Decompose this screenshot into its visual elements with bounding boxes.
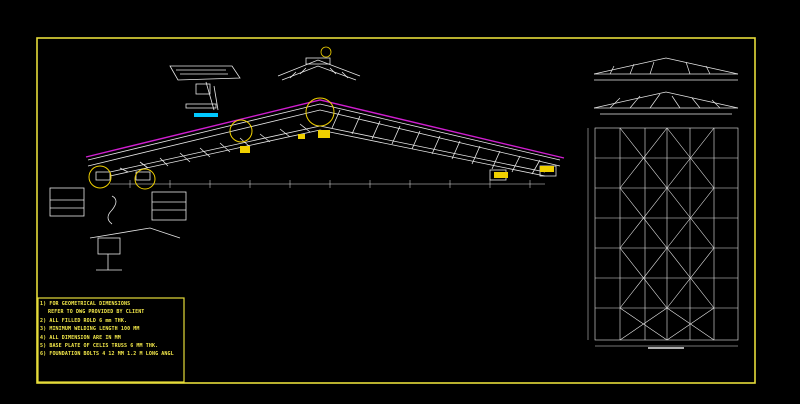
side-elevations: [593, 57, 739, 115]
cyan-tag: [194, 113, 218, 117]
roof-plan: [587, 127, 739, 349]
purlin-line: [85, 99, 565, 159]
ridge-detail: [277, 46, 361, 81]
connection-plates: [240, 130, 554, 178]
note-4: 4) ALL DIMENSION ARE IN MM: [40, 334, 121, 341]
eave-detail: [169, 65, 241, 111]
note-1: 1) FOR GEOMETRICAL DIMENSIONS: [40, 301, 131, 307]
drawing-frame: [36, 37, 756, 384]
note-6: 6) FOUNDATION BOLTS 4 12 MM 1.2 M LONG A…: [40, 351, 174, 358]
note-5: 5) BASE PLATE OF CELIS TRUSS 6 MM THK.: [40, 343, 159, 350]
note-2: 2) ALL FILLED ROLD 6 mm THK.: [40, 317, 128, 324]
detail-callouts: [88, 97, 335, 190]
notes-box: [37, 297, 185, 383]
main-truss-elevation: [87, 103, 561, 188]
note-1-sub: REFER TO DWG PROVIDED BY CLIENT: [48, 309, 145, 316]
base-details: [49, 187, 187, 271]
note-3: 3) MINIMUM WELDING LENGTH 100 MM: [40, 326, 140, 333]
general-notes: 1) FOR GEOMETRICAL DIMENSIONS REFER TO D…: [40, 300, 182, 370]
